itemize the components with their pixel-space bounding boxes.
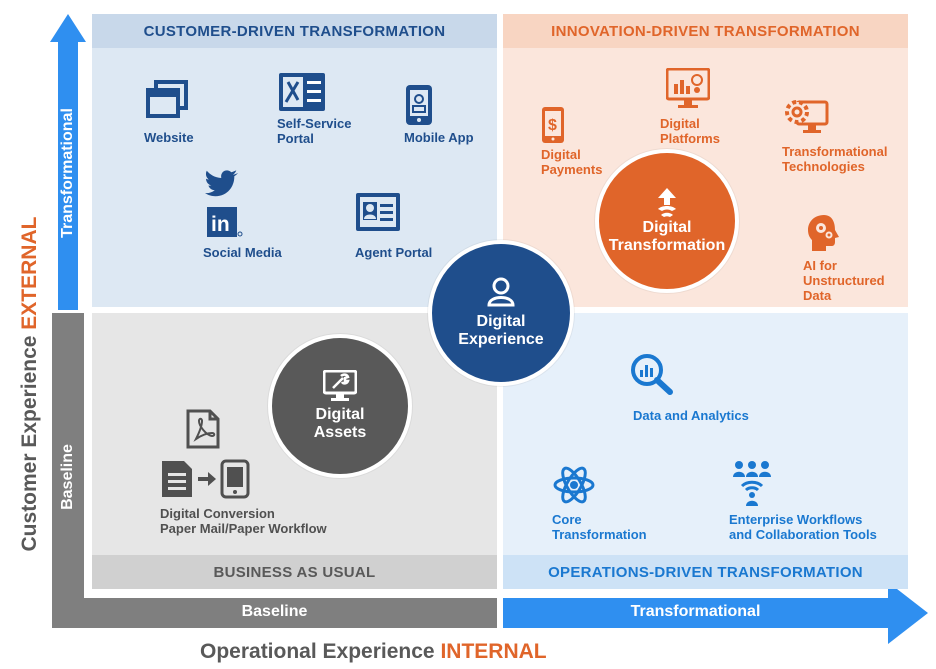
atom-icon xyxy=(553,463,595,512)
y-axis-title-emphasis: EXTERNAL xyxy=(18,216,41,330)
svg-text:in: in xyxy=(211,213,230,236)
quadrant-header-business-as-usual: BUSINESS AS USUAL xyxy=(92,555,497,589)
monitor-wrench-icon xyxy=(323,370,357,401)
quadrant-header-customer-driven: CUSTOMER-DRIVEN TRANSFORMATION xyxy=(92,14,497,48)
x-axis-baseline-bar: Baseline xyxy=(52,598,497,628)
digital-transformation-label: Digital Transformation xyxy=(608,219,726,254)
linkedin-icon: in xyxy=(207,207,243,242)
dollar-phone-icon: $ xyxy=(541,106,565,149)
y-axis-bottom-label: Baseline xyxy=(59,444,76,510)
website-label: Website xyxy=(144,130,194,145)
x-axis-title-prefix: Operational Experience xyxy=(200,640,441,663)
enterprise-workflows-label: Enterprise Workflows and Collaboration T… xyxy=(729,512,877,542)
rocket-icon xyxy=(658,188,676,217)
gears-monitor-icon xyxy=(783,96,829,143)
data-analytics-label: Data and Analytics xyxy=(633,408,749,423)
digital-platforms-label: Digital Platforms xyxy=(660,116,720,146)
analytics-search-icon xyxy=(630,353,674,400)
y-axis-baseline-bar: Baseline xyxy=(52,313,84,628)
website-icon xyxy=(146,80,190,125)
agent-portal-label: Agent Portal xyxy=(355,245,433,260)
x-axis-transformational-arrow: Transformational xyxy=(503,582,928,644)
agent-portal-icon xyxy=(355,192,401,237)
mobile-app-label: Mobile App xyxy=(404,130,474,145)
quadrant-header-innovation-driven: INNOVATION-DRIVEN TRANSFORMATION xyxy=(503,14,908,48)
y-axis-title-prefix: Customer Experience xyxy=(18,329,41,552)
team-network-icon xyxy=(731,459,773,512)
twitter-icon xyxy=(205,170,239,203)
quadrant-operations-driven: OPERATIONS-DRIVEN TRANSFORMATION Data an… xyxy=(503,313,908,589)
mobile-app-icon xyxy=(405,84,433,131)
social-media-label: Social Media xyxy=(203,245,282,260)
digital-assets-label: Digital Assets xyxy=(313,406,367,441)
platform-monitor-icon xyxy=(665,67,711,115)
self-service-portal-label: Self-Service Portal xyxy=(277,116,352,146)
x-axis-title: Operational Experience INTERNAL xyxy=(200,640,620,664)
svg-text:$: $ xyxy=(548,117,557,134)
x-axis-title-emphasis: INTERNAL xyxy=(440,640,547,663)
digital-experience-circle: Digital Experience xyxy=(428,240,574,386)
digital-payments-label: Digital Payments xyxy=(541,147,603,177)
user-icon xyxy=(487,277,515,307)
y-axis-top-label: Transformational xyxy=(59,108,76,238)
digital-experience-label: Digital Experience xyxy=(458,313,544,348)
digital-transformation-circle: Digital Transformation xyxy=(595,149,739,293)
quadrant-innovation-driven: INNOVATION-DRIVEN TRANSFORMATION $ Digit… xyxy=(503,14,908,307)
x-axis-right-label: Transformational xyxy=(630,603,761,620)
core-transformation-label: Core Transformation xyxy=(552,512,647,542)
ai-head-icon xyxy=(806,214,842,257)
self-service-portal-icon xyxy=(278,72,326,117)
x-axis-left-label: Baseline xyxy=(241,603,308,620)
document-to-phone-icon xyxy=(160,459,252,504)
digital-conversion-label: Digital Conversion Paper Mail/Paper Work… xyxy=(160,506,327,536)
quadrant-customer-driven: CUSTOMER-DRIVEN TRANSFORMATION Website S… xyxy=(92,14,497,307)
y-axis-transformational-arrow: Transformational xyxy=(50,14,86,310)
digital-assets-circle: Digital Assets xyxy=(268,334,412,478)
quadrant-header-operations-driven: OPERATIONS-DRIVEN TRANSFORMATION xyxy=(503,555,908,589)
pdf-icon xyxy=(186,409,220,454)
transformational-technologies-label: Transformational Technologies xyxy=(782,144,888,174)
ai-unstructured-data-label: AI for Unstructured Data xyxy=(803,258,885,303)
y-axis-title: Customer Experience EXTERNAL xyxy=(18,124,46,644)
